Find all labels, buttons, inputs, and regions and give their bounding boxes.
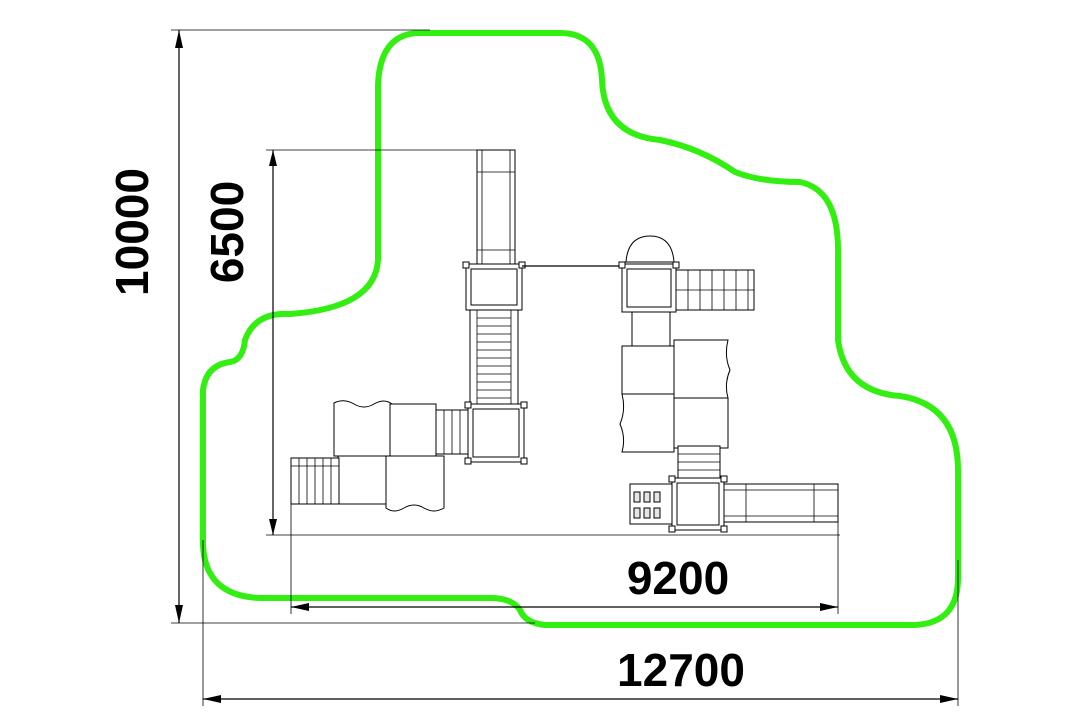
ladder-left <box>469 309 519 407</box>
dimension-overall-width: 12700 <box>202 540 959 706</box>
bridge-left <box>435 409 469 455</box>
dimension-equipment-height: 6500 <box>201 149 840 536</box>
tower-upper-right <box>618 261 680 313</box>
ladder-upper-right <box>675 269 755 311</box>
right-play-structure <box>618 235 839 533</box>
tower-lower-left <box>464 401 528 465</box>
equipment-height-label: 6500 <box>201 181 253 283</box>
connector-right-middle <box>631 311 671 349</box>
overall-height-label: 10000 <box>106 168 158 296</box>
tower-upper-left <box>462 261 526 311</box>
safety-zone-outline <box>200 30 961 628</box>
equipment-width-label: 9200 <box>627 552 729 604</box>
dimension-overall-height: 10000 <box>106 29 535 624</box>
left-play-structure <box>290 149 528 512</box>
wavy-panels-left <box>333 400 445 512</box>
slide-top-left <box>476 149 516 267</box>
tower-lower-right <box>668 475 728 533</box>
dome-roof <box>622 235 678 263</box>
ladder-lower-right <box>677 445 721 479</box>
dimension-equipment-width: 9200 <box>290 458 839 614</box>
panels-right <box>619 339 731 453</box>
overall-width-label: 12700 <box>617 644 745 696</box>
ladder-far-left <box>290 457 340 505</box>
slide-bottom-right <box>723 483 839 523</box>
climber-lower-right <box>629 483 673 525</box>
